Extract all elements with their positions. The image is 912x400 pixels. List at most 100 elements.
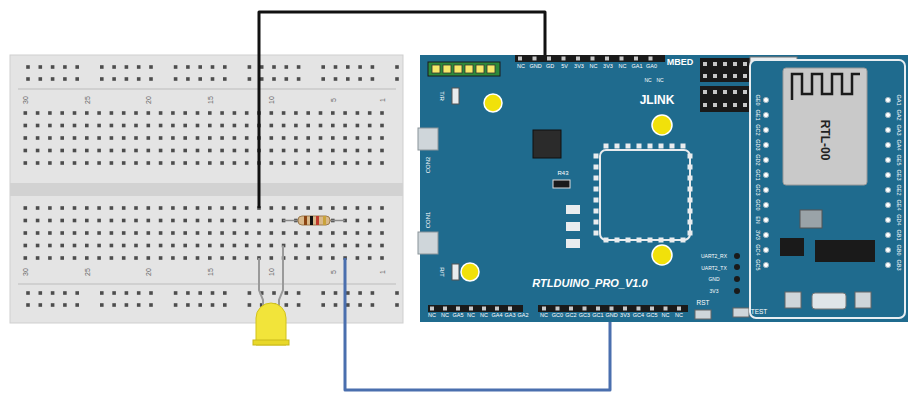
led-rim	[253, 340, 289, 345]
breadboard-hole	[270, 219, 274, 223]
jumper-wire	[345, 322, 610, 390]
breadboard-hole	[110, 136, 114, 140]
header-pins	[432, 65, 495, 73]
breadboard-hole	[233, 206, 237, 210]
breadboard-hole	[331, 149, 335, 153]
breadboard-hole	[39, 303, 43, 307]
breadboard-hole	[248, 291, 252, 295]
pin-label: GA2	[895, 109, 901, 120]
breadboard-hole	[233, 219, 237, 223]
ic-chip	[533, 130, 561, 158]
breadboard-hole	[306, 111, 310, 115]
footprint-pad	[670, 238, 675, 243]
column-number: 30	[22, 96, 29, 104]
module-pin	[885, 112, 890, 117]
breadboard-hole	[294, 161, 298, 165]
breadboard-hole	[100, 303, 104, 307]
breadboard-hole	[147, 219, 151, 223]
header-pin	[583, 307, 587, 311]
header-pin	[703, 62, 707, 66]
breadboard-hole	[198, 303, 202, 307]
module-pin	[885, 157, 890, 162]
breadboard-hole	[149, 291, 153, 295]
breadboard-hole	[147, 111, 151, 115]
module-pin	[885, 172, 890, 177]
header-pin	[650, 307, 654, 311]
column-number: 10	[268, 96, 275, 104]
breadboard-hole	[334, 65, 338, 69]
breadboard-hole	[220, 256, 224, 260]
breadboard-hole	[36, 256, 40, 260]
breadboard-hole	[48, 206, 52, 210]
footprint-pad	[594, 198, 599, 203]
header-pins	[430, 57, 747, 311]
breadboard-hole	[358, 303, 362, 307]
header-pin	[456, 307, 460, 311]
breadboard-hole	[346, 291, 350, 295]
breadboard-hole	[294, 149, 298, 153]
breadboard-hole	[371, 77, 375, 81]
breadboard-hole	[196, 124, 200, 128]
breadboard-hole	[134, 206, 138, 210]
breadboard-hole	[380, 256, 384, 260]
pin-label: GC2	[754, 124, 760, 135]
footprint-pad	[688, 231, 693, 236]
breadboard-hole	[24, 244, 28, 248]
breadboard-hole	[48, 256, 52, 260]
breadboard-hole	[122, 136, 126, 140]
header-pin	[623, 307, 627, 311]
breadboard-hole	[223, 77, 227, 81]
breadboard-hole	[36, 244, 40, 248]
breadboard-hole	[48, 244, 52, 248]
rail-divider	[18, 88, 396, 90]
header-pin	[743, 103, 747, 107]
uart-pin	[734, 253, 740, 259]
breadboard-hole	[110, 161, 114, 165]
rf-shield	[783, 68, 867, 185]
breadboard-hole	[137, 77, 141, 81]
breadboard-hole	[183, 111, 187, 115]
header-pin	[487, 65, 495, 73]
breadboard-hole	[73, 206, 77, 210]
pin-label: NC	[540, 313, 548, 319]
pin-label: NC	[428, 313, 436, 319]
pin-label: GE0	[754, 94, 760, 105]
breadboard-hole	[171, 244, 175, 248]
column-number: 5	[329, 270, 336, 274]
breadboard-body	[10, 55, 403, 323]
breadboard-hole	[297, 65, 301, 69]
header-pin	[569, 307, 573, 311]
breadboard-hole	[134, 219, 138, 223]
footprint-pad	[648, 144, 653, 149]
header-pin	[482, 307, 486, 311]
header-pin	[634, 57, 638, 61]
breadboard-hole	[97, 111, 101, 115]
mounting-hole	[461, 263, 479, 281]
breadboard-hole	[257, 231, 261, 235]
rtl00-module: RTL-00	[750, 60, 905, 318]
module-pin	[763, 142, 768, 147]
breadboard-hole	[346, 77, 350, 81]
breadboard-hole	[73, 256, 77, 260]
pin-label: GC1	[754, 169, 760, 180]
breadboard-hole	[331, 206, 335, 210]
breadboard-hole	[97, 256, 101, 260]
breadboard-hole	[306, 244, 310, 248]
breadboard-hole	[97, 149, 101, 153]
breadboard-hole	[60, 231, 64, 235]
smd-component	[566, 205, 580, 214]
header-pin	[743, 90, 747, 94]
breadboard-hole	[282, 206, 286, 210]
breadboard-hole	[36, 231, 40, 235]
header-pin	[605, 57, 609, 61]
jlink-header	[700, 86, 752, 112]
pin-label: GE3	[895, 169, 901, 180]
breadboard-hole	[159, 206, 163, 210]
breadboard-hole	[233, 161, 237, 165]
footprint-pad	[626, 238, 631, 243]
uart-pin	[734, 264, 740, 270]
pin-label: GE1	[754, 109, 760, 120]
uart-pin	[734, 276, 740, 282]
breadboard-hole	[196, 206, 200, 210]
header-pin	[610, 307, 614, 311]
